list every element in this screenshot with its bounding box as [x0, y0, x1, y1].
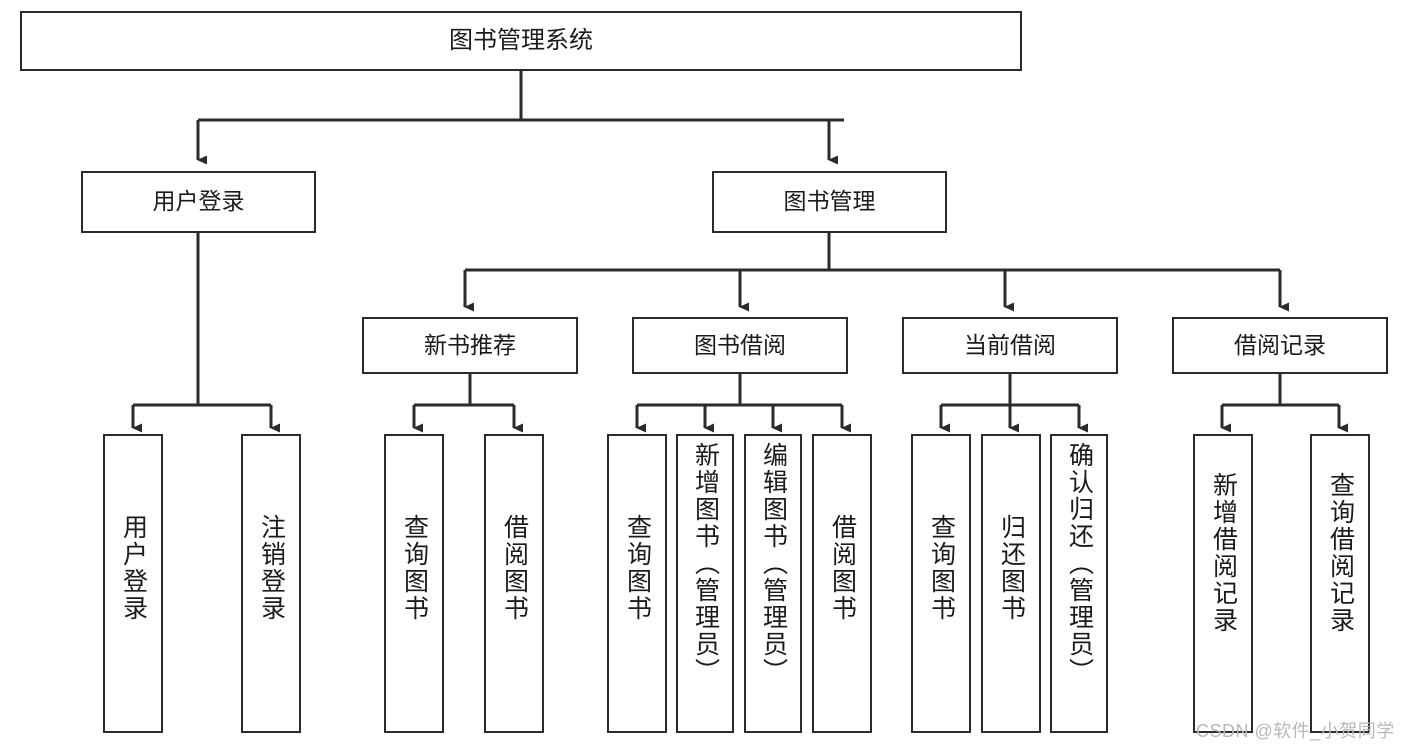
node-user-login[interactable]: 用户登录: [81, 171, 316, 233]
node-borrow-record-label: 借阅记录: [1234, 331, 1326, 358]
node-leaf-add-record-label: 新增借阅记录: [1209, 472, 1238, 634]
node-leaf-query-record[interactable]: 查询借阅记录: [1310, 434, 1370, 733]
node-leaf-query-book-1[interactable]: 查询图书: [384, 434, 444, 733]
node-leaf-query-book-3[interactable]: 查询图书: [911, 434, 971, 733]
node-leaf-query-record-label: 查询借阅记录: [1326, 472, 1355, 634]
node-leaf-add-book[interactable]: 新增图书（管理员）: [676, 434, 734, 733]
node-book-borrow[interactable]: 图书借阅: [632, 317, 848, 374]
node-user-login-label: 用户登录: [152, 188, 245, 215]
node-leaf-query-book-1-label: 查询图书: [400, 514, 429, 622]
node-current-borrow-label: 当前借阅: [964, 331, 1056, 358]
node-leaf-return-book-label: 归还图书: [997, 514, 1026, 622]
node-leaf-query-book-2[interactable]: 查询图书: [607, 434, 667, 733]
node-leaf-logout-login-label: 注销登录: [257, 514, 286, 622]
node-leaf-confirm-return[interactable]: 确认归还（管理员）: [1050, 434, 1108, 733]
node-book-manage-label: 图书管理: [783, 188, 876, 215]
node-book-borrow-label: 图书借阅: [694, 331, 786, 358]
node-leaf-logout-login[interactable]: 注销登录: [241, 434, 301, 733]
node-borrow-record[interactable]: 借阅记录: [1172, 317, 1388, 374]
watermark-text: CSDN @软件_小贺同学: [1196, 721, 1395, 741]
node-new-book-recommend-label: 新书推荐: [424, 331, 516, 358]
node-book-manage[interactable]: 图书管理: [712, 171, 947, 233]
node-leaf-query-book-2-label: 查询图书: [623, 514, 652, 622]
node-leaf-query-book-3-label: 查询图书: [927, 514, 956, 622]
node-leaf-confirm-return-label: 确认归还（管理员）: [1065, 442, 1094, 685]
node-leaf-add-book-label: 新增图书（管理员）: [691, 442, 720, 685]
node-leaf-edit-book[interactable]: 编辑图书（管理员）: [744, 434, 802, 733]
node-root[interactable]: 图书管理系统: [20, 11, 1022, 71]
node-leaf-user-login-label: 用户登录: [119, 514, 148, 622]
node-root-label: 图书管理系统: [449, 26, 593, 54]
node-leaf-add-record[interactable]: 新增借阅记录: [1193, 434, 1253, 733]
node-new-book-recommend[interactable]: 新书推荐: [362, 317, 578, 374]
node-leaf-borrow-book-2[interactable]: 借阅图书: [812, 434, 872, 733]
node-leaf-return-book[interactable]: 归还图书: [981, 434, 1041, 733]
node-current-borrow[interactable]: 当前借阅: [902, 317, 1118, 374]
node-leaf-user-login[interactable]: 用户登录: [103, 434, 163, 733]
node-leaf-borrow-book-2-label: 借阅图书: [828, 514, 857, 622]
node-leaf-edit-book-label: 编辑图书（管理员）: [759, 442, 788, 685]
node-leaf-borrow-book-1-label: 借阅图书: [500, 514, 529, 622]
node-leaf-borrow-book-1[interactable]: 借阅图书: [484, 434, 544, 733]
